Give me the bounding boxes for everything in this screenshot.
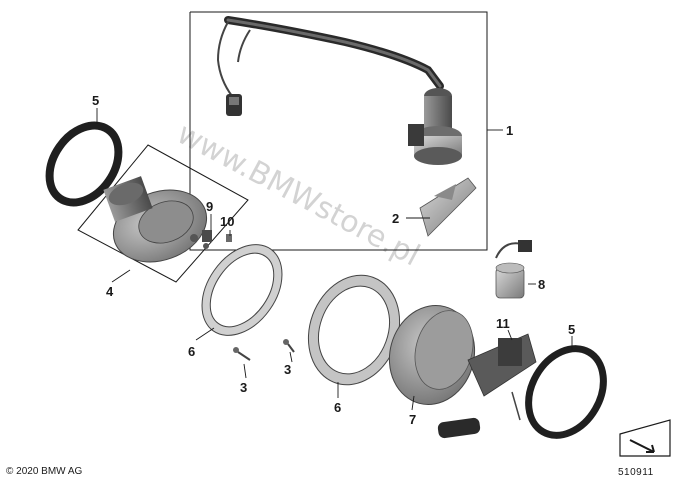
callout-5-left: 5 <box>92 93 99 108</box>
arrow-in-box-icon <box>619 419 671 457</box>
part-2-plate <box>419 177 477 237</box>
callout-6-right: 6 <box>334 400 341 415</box>
callouts: 1 2 5 4 9 10 6 3 3 6 7 8 11 5 <box>92 93 575 427</box>
group-box-part-4 <box>77 144 249 283</box>
callout-7: 7 <box>409 412 416 427</box>
callout-1: 1 <box>506 123 513 138</box>
part-4-pump-housing <box>103 176 209 263</box>
group-box-part-1 <box>189 11 488 251</box>
callout-9: 9 <box>206 199 213 214</box>
part-1-fuel-sensor <box>216 16 462 165</box>
callout-3-right: 3 <box>284 362 291 377</box>
part-3-screw-left <box>233 347 251 361</box>
callout-8: 8 <box>538 277 545 292</box>
part-6-retaining-ring-left <box>201 244 283 336</box>
reference-number: 510911 <box>618 467 654 478</box>
part-3-screw-right <box>283 339 295 353</box>
part-5-seal-ring-left <box>45 121 123 207</box>
part-11-pump-carrier <box>437 333 537 439</box>
callout-2: 2 <box>392 211 399 226</box>
copyright-text: © 2020 BMW AG <box>6 466 83 477</box>
leader-lines <box>96 108 573 411</box>
part-9-clip <box>202 230 212 242</box>
callout-3-left: 3 <box>240 380 247 395</box>
part-6-flange-ring-right <box>307 274 401 386</box>
part-10-clip <box>226 234 232 242</box>
part-8-sensor <box>495 240 532 299</box>
callout-10: 10 <box>220 214 234 229</box>
callout-5-right: 5 <box>568 322 575 337</box>
part-5-seal-ring-right <box>525 345 607 439</box>
callout-6-left: 6 <box>188 344 195 359</box>
callout-4: 4 <box>106 284 114 299</box>
callout-11: 11 <box>496 316 510 331</box>
